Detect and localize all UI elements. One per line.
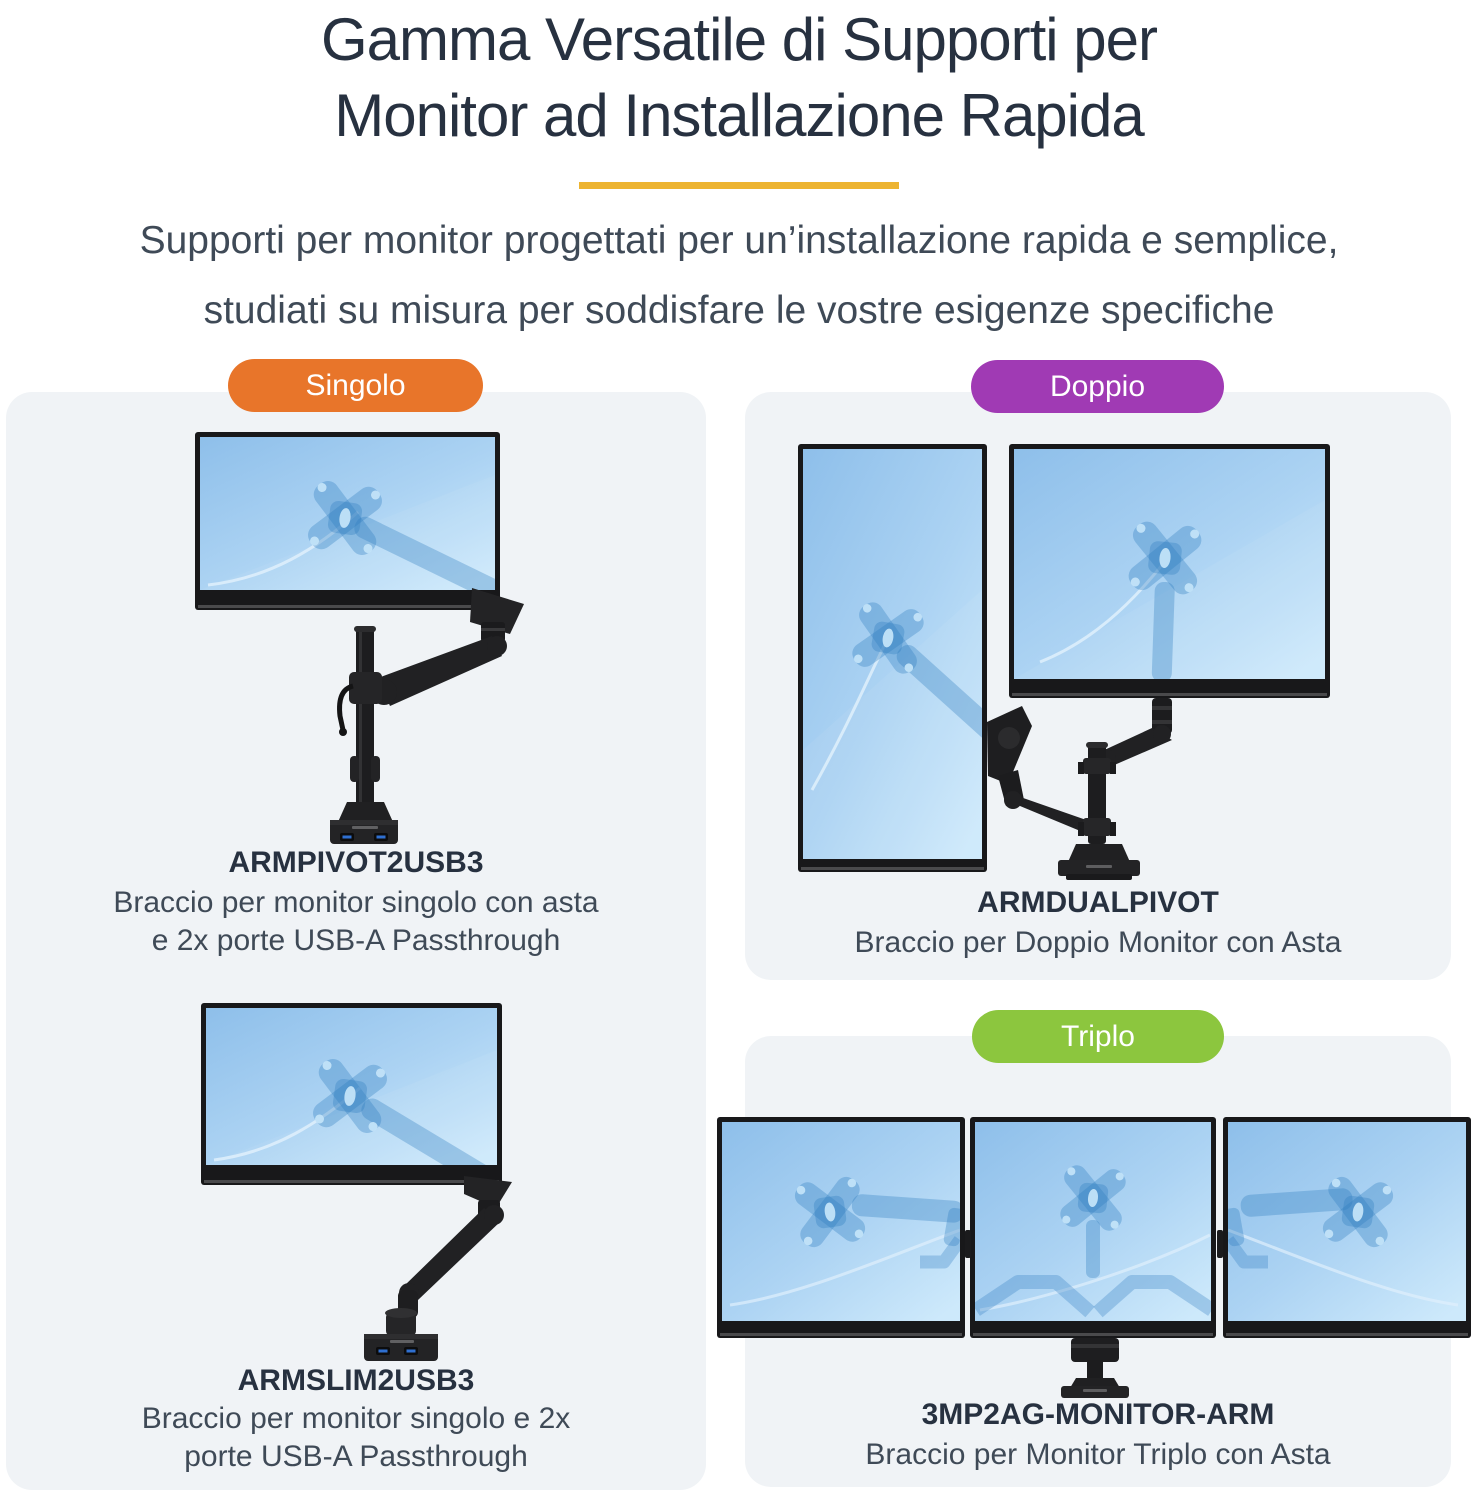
panel-singolo: Singolo [6, 359, 706, 1490]
page-subtitle: Supporti per monitor progettati per un’i… [0, 206, 1478, 346]
slim-arm [398, 1176, 512, 1318]
monitor [201, 1003, 502, 1185]
tension-lever [337, 683, 354, 731]
vesa-plate-watermark [200, 475, 495, 590]
desk-clamp-base [1061, 1378, 1129, 1398]
product-description: Braccio per Monitor Triplo con Asta [745, 1436, 1451, 1474]
screen [975, 1122, 1211, 1321]
vesa-plate-watermark [729, 1176, 960, 1307]
arm-joints [965, 1230, 1223, 1258]
left-monitor [717, 1117, 965, 1338]
portrait-monitor [798, 444, 987, 872]
product-code: ARMSLIM2USB3 [237, 1364, 475, 1397]
pole [1071, 1338, 1119, 1382]
vesa-plate-watermark [1014, 500, 1325, 679]
page-title-line1: Gamma Versatile di Supporti per [320, 6, 1158, 73]
arm-watermark [354, 516, 495, 590]
product-code: ARMDUALPIVOT [977, 886, 1219, 919]
desk-clamp-base [364, 1308, 438, 1361]
product-description: Braccio per Doppio Monitor con Asta [745, 924, 1451, 962]
vesa-plate-watermark [975, 1165, 1211, 1318]
product-description-line2: e 2x porte USB-A Passthrough [151, 924, 561, 957]
armslim2usb3-illustration [201, 1003, 512, 1361]
right-monitor [1223, 1117, 1471, 1338]
center-monitor [970, 1117, 1216, 1338]
usb-ports [376, 1347, 418, 1355]
panel-triplo: Triplo [717, 1010, 1471, 1487]
arm-watermark [896, 644, 982, 751]
landscape-monitor [1009, 444, 1330, 698]
page-subtitle-line2: studiati su misura per soddisfare le vos… [203, 289, 1275, 332]
product-description-line1: Braccio per monitor singolo con asta [113, 886, 599, 919]
badge-doppio: Doppio [971, 360, 1224, 413]
arm-watermark [1240, 1188, 1353, 1217]
product-description: Braccio per monitor singolo e 2x porte U… [6, 1400, 706, 1476]
page-title: Gamma Versatile di Supporti per Monitor … [0, 2, 1478, 154]
product-code: 3MP2AG-MONITOR-ARM [921, 1398, 1275, 1431]
badge-singolo: Singolo [228, 359, 483, 412]
accent-divider [579, 182, 899, 189]
desk-clamp-base [1058, 844, 1140, 880]
badge-triplo: Triplo [972, 1010, 1224, 1063]
screen [206, 1008, 497, 1165]
arm-watermark [1086, 1220, 1100, 1278]
armdualpivot-illustration [798, 444, 1330, 880]
product-description-line1: Braccio per monitor singolo e 2x [141, 1402, 571, 1435]
usb-ports [340, 833, 388, 841]
page-title-line2: Monitor ad Installazione Rapida [334, 82, 1145, 149]
pole [337, 626, 382, 824]
arm-watermark [1151, 581, 1175, 679]
product-description-line2: porte USB-A Passthrough [184, 1440, 528, 1473]
monitor [195, 432, 500, 610]
page-subtitle-line1: Supporti per monitor progettati per un’i… [139, 219, 1339, 262]
product-code: ARMPIVOT2USB3 [228, 846, 484, 879]
vesa-plate-watermark [1228, 1176, 1459, 1307]
product-description: Braccio per monitor singolo con asta e 2… [6, 884, 706, 960]
screen [200, 437, 495, 590]
vesa-plate-watermark [803, 590, 982, 859]
screen [803, 449, 982, 859]
mount-arm [371, 588, 524, 706]
product-description-line1: Braccio per Doppio Monitor con Asta [854, 926, 1342, 959]
vesa-plate-watermark [206, 1050, 497, 1165]
screen [722, 1122, 960, 1321]
arm-watermark [851, 1194, 960, 1223]
armpivot2usb3-illustration [195, 432, 524, 844]
panel-doppio: Doppio [745, 360, 1451, 980]
product-description-line1: Braccio per Monitor Triplo con Asta [865, 1438, 1331, 1471]
desk-clamp-base [330, 802, 398, 844]
screen [1014, 449, 1325, 679]
pole [1078, 742, 1116, 844]
dual-arms [987, 698, 1172, 841]
triple-monitor-arm-illustration [717, 1117, 1471, 1398]
arm-watermark [361, 1098, 494, 1165]
screen [1228, 1122, 1466, 1321]
